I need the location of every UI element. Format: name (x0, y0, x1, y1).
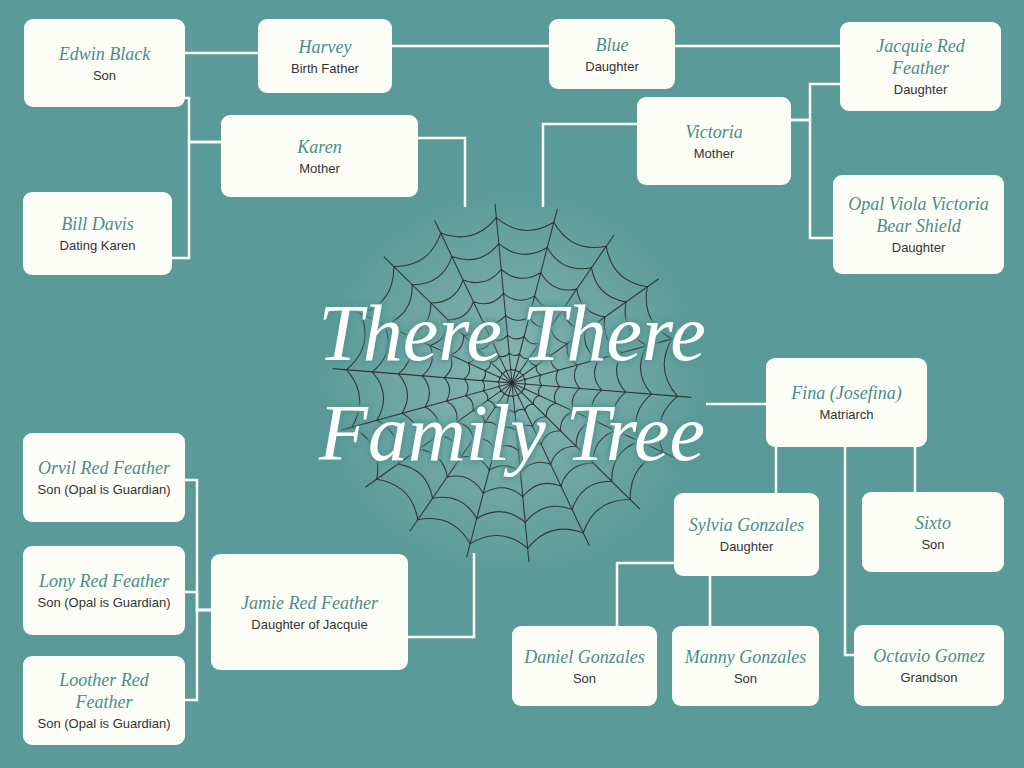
person-name: Jacquie Red Feather (847, 35, 994, 79)
family-link (617, 563, 674, 626)
person-box: SixtoSon (862, 492, 1004, 572)
family-link (845, 447, 854, 655)
family-link (185, 610, 211, 700)
person-box: Bill DavisDating Karen (23, 192, 172, 275)
relation-label: Birth Father (265, 61, 385, 77)
relation-label: Son (Opal is Guardian) (30, 595, 178, 611)
person-name: Loother Red Feather (30, 669, 178, 713)
person-name: Bill Davis (30, 213, 165, 235)
family-link (185, 98, 221, 142)
relation-label: Daughter (556, 59, 668, 75)
person-name: Manny Gonzales (679, 646, 812, 668)
relation-label: Mother (228, 161, 411, 177)
relation-label: Son (31, 68, 178, 84)
relation-label: Son (Opal is Guardian) (30, 716, 178, 732)
person-box: Fina (Josefina) Matriarch (766, 358, 927, 447)
person-box: Octavio GomezGrandson (854, 625, 1004, 706)
person-box: Loother Red FeatherSon (Opal is Guardian… (23, 656, 185, 745)
person-box: Jacquie Red FeatherDaughter (840, 22, 1001, 111)
relation-label: Son (679, 671, 812, 687)
family-link (675, 45, 840, 48)
person-name: Orvil Red Feather (30, 457, 178, 479)
relation-label: Daughter (681, 539, 812, 555)
person-box: Jamie Red FeatherDaughter of Jacquie (211, 554, 408, 670)
family-link (709, 576, 712, 626)
person-name: Fina (Josefina) (773, 382, 920, 404)
person-box: Lony Red FeatherSon (Opal is Guardian) (23, 546, 185, 635)
person-box: HarveyBirth Father (258, 19, 392, 93)
person-name: Victoria (644, 121, 784, 143)
web-threads (333, 204, 692, 562)
relation-label: Son (Opal is Guardian) (30, 482, 178, 498)
person-name: Sixto (869, 512, 997, 534)
family-link (392, 45, 549, 48)
web-glow (312, 183, 712, 583)
person-name: Blue (556, 34, 668, 56)
relation-label: Daughter of Jacquie (218, 617, 401, 633)
family-link (185, 592, 211, 610)
person-name: Opal Viola Victoria Bear Shield (840, 193, 997, 237)
relation-label: Mother (644, 146, 784, 162)
person-name: Karen (228, 136, 411, 158)
diagram-title: There There Family Tree (262, 283, 762, 483)
person-name: Harvey (265, 36, 385, 58)
leader-line (418, 138, 465, 207)
relation-label: Dating Karen (30, 238, 165, 254)
leader-line (706, 403, 766, 406)
person-box: VictoriaMother (637, 97, 791, 185)
relation-label: Daughter (840, 240, 997, 256)
person-box: Edwin BlackSon (24, 19, 185, 107)
person-box: Orvil Red FeatherSon (Opal is Guardian) (23, 433, 185, 522)
person-name: Sylvia Gonzales (681, 514, 812, 536)
leader-line (543, 124, 637, 207)
person-name: Octavio Gomez (861, 645, 997, 667)
relation-label: Son (869, 537, 997, 553)
person-box: Manny GonzalesSon (672, 626, 819, 706)
person-box: KarenMother (221, 115, 418, 197)
person-box: Opal Viola Victoria Bear ShieldDaughter (833, 175, 1004, 274)
relation-label: Matriarch (773, 407, 920, 423)
web-ring (372, 244, 651, 523)
relation-label: Grandson (861, 670, 997, 686)
relation-label: Son (519, 671, 650, 687)
web-ring (347, 218, 678, 549)
family-link (172, 142, 221, 258)
person-name: Daniel Gonzales (519, 646, 650, 668)
leader-line (408, 553, 474, 637)
family-link (185, 52, 258, 55)
person-box: Sylvia GonzalesDaughter (674, 493, 819, 576)
person-name: Lony Red Feather (30, 570, 178, 592)
family-link (775, 447, 778, 493)
relation-label: Daughter (847, 82, 994, 98)
person-name: Jamie Red Feather (218, 592, 401, 614)
family-link (914, 447, 917, 492)
family-link (185, 480, 211, 610)
family-link (791, 84, 840, 120)
person-box: Daniel GonzalesSon (512, 626, 657, 706)
person-box: BlueDaughter (549, 19, 675, 89)
family-link (791, 120, 833, 238)
person-name: Edwin Black (31, 43, 178, 65)
